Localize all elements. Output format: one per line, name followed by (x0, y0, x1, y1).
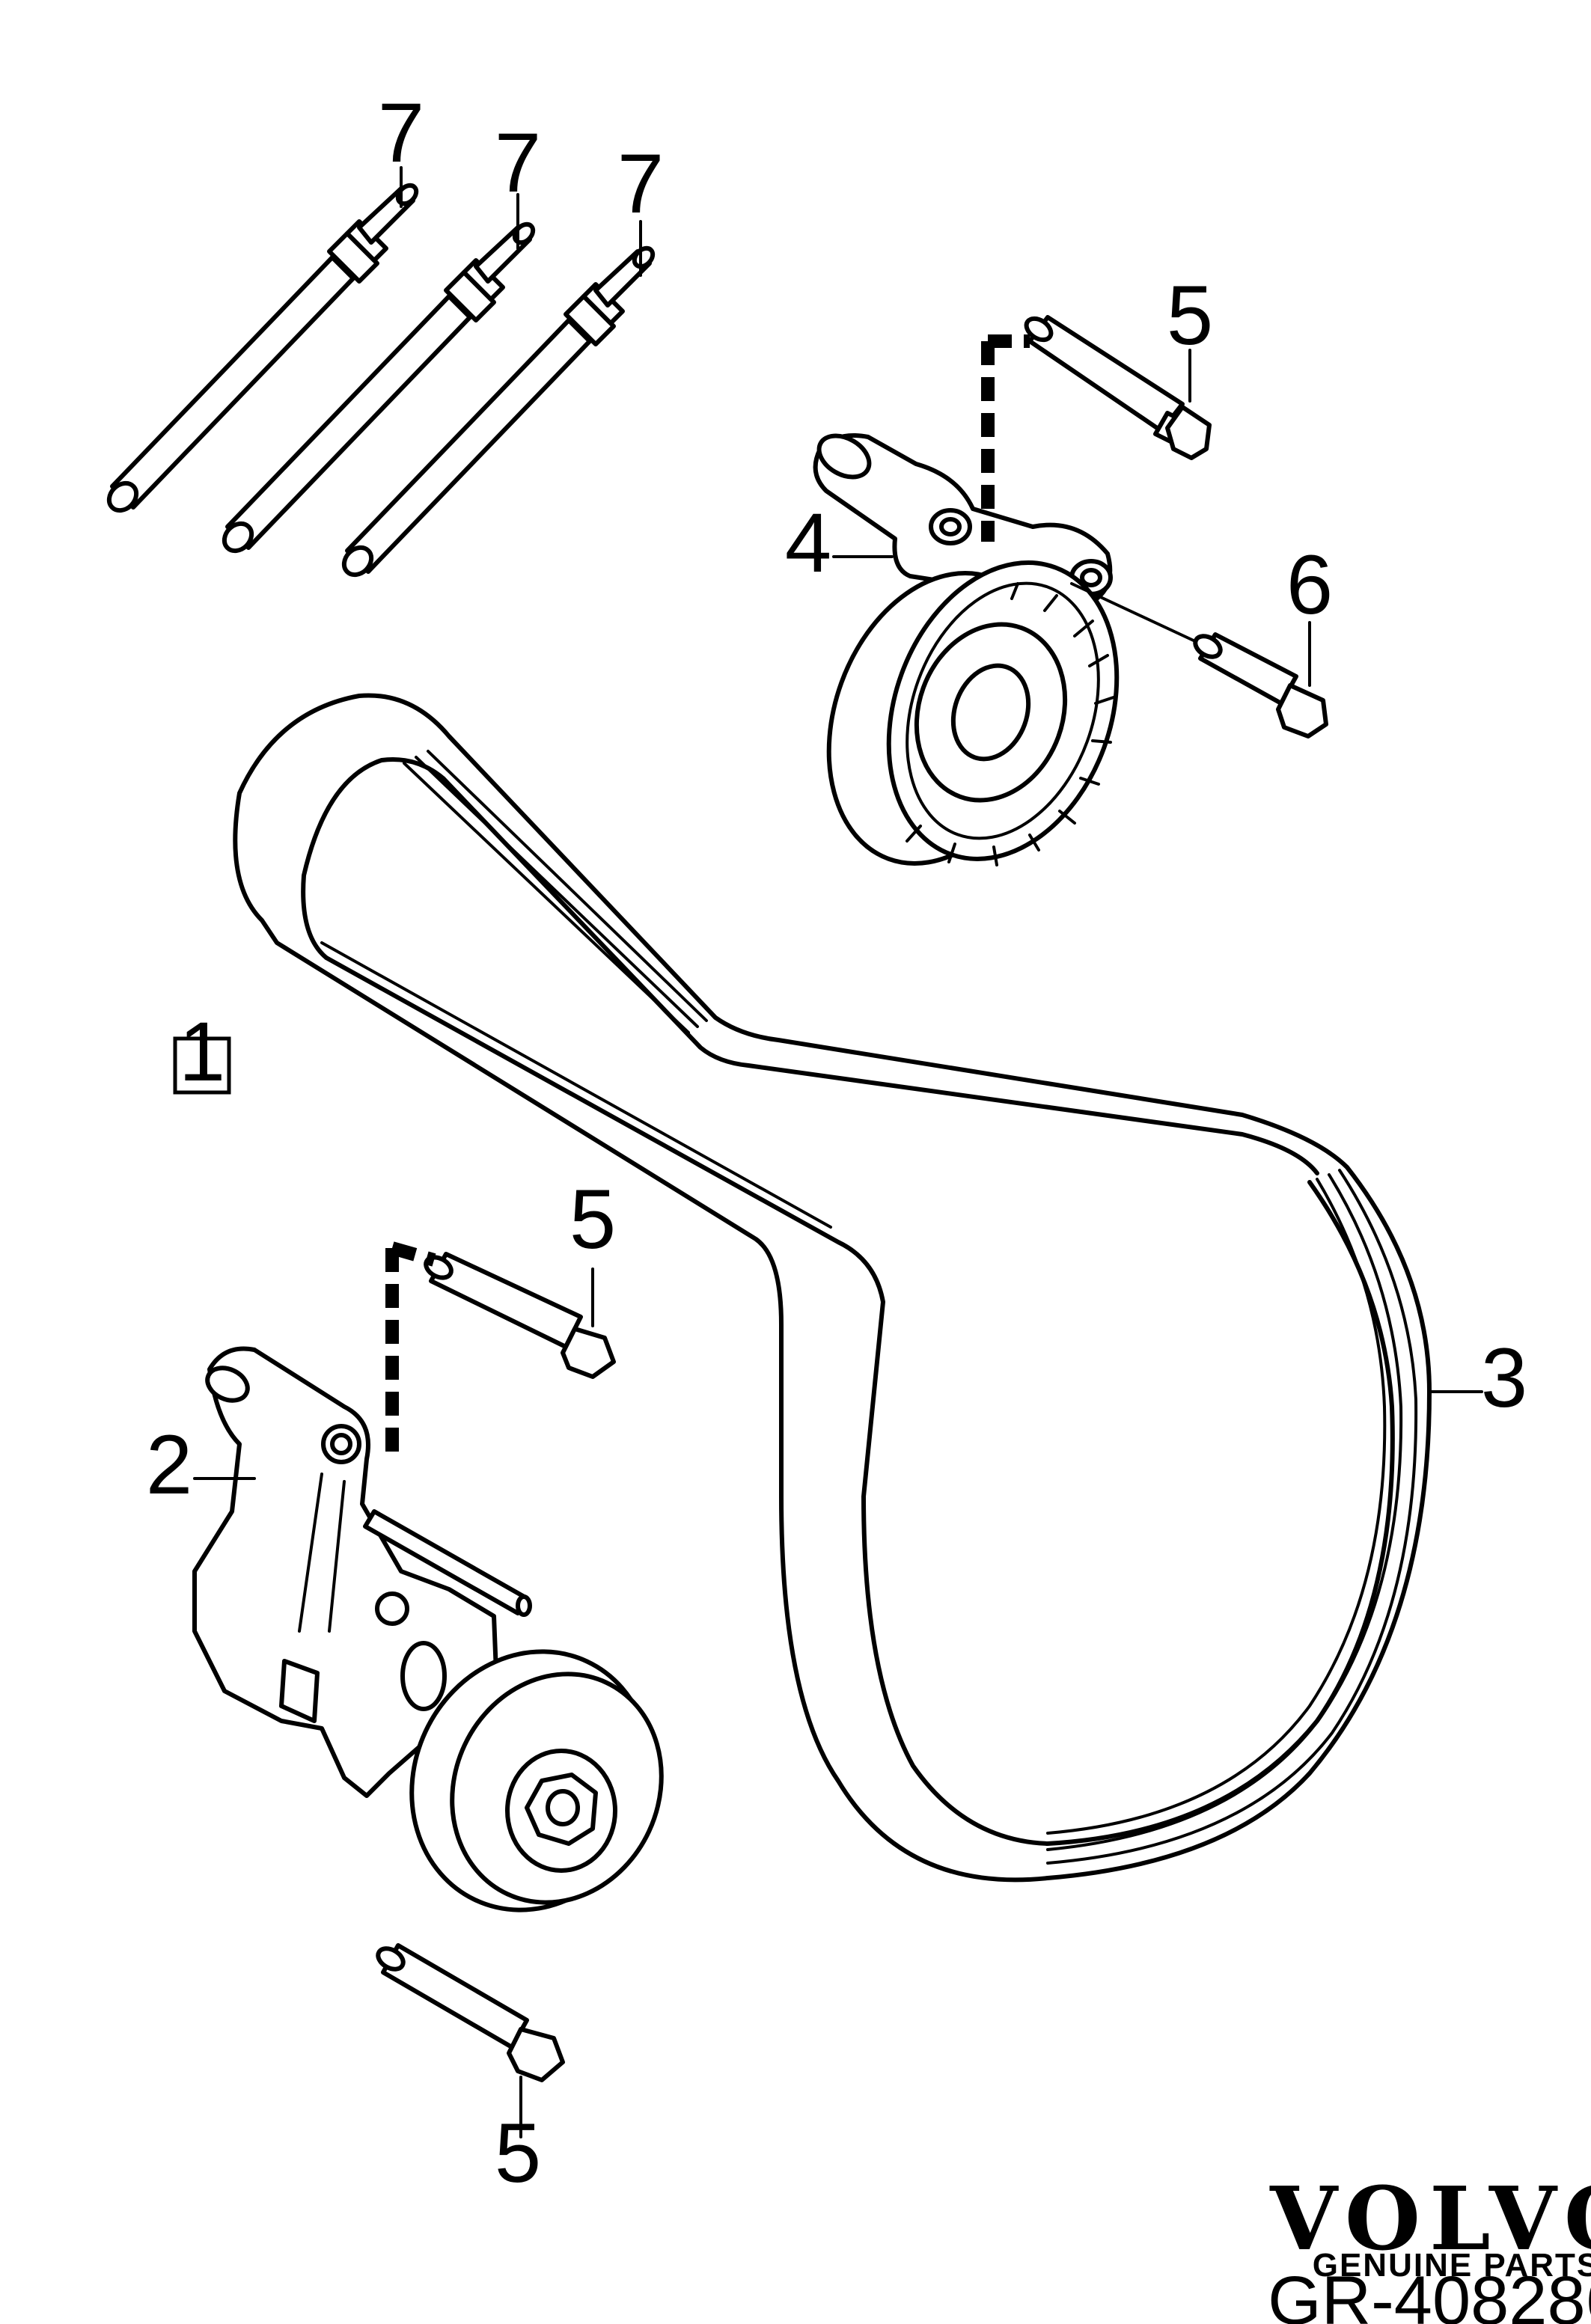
stud-3 (341, 245, 656, 578)
callout-7c: 7 (617, 137, 664, 230)
idler-pulley (813, 433, 1120, 866)
callout-2: 2 (146, 1418, 192, 1511)
callout-5b: 5 (569, 1172, 616, 1266)
brand-logo: VOLVO (1269, 2168, 1591, 2270)
assembly-line-upper (981, 334, 1030, 542)
brand-tagline: GENUINE PARTS (1313, 2247, 1591, 2284)
callout-7b: 7 (495, 116, 541, 210)
stud-2 (222, 221, 536, 554)
callout-4: 4 (785, 496, 831, 590)
stud-1 (106, 183, 419, 513)
group-box (173, 1036, 231, 1095)
reference-number: GR-408286 (1268, 2263, 1591, 2324)
flange-bolt-middle (424, 1252, 616, 1379)
callout-5c: 5 (495, 2106, 541, 2200)
callout-6: 6 (1286, 538, 1333, 632)
callout-7a: 7 (378, 86, 424, 180)
tensioner (192, 1346, 664, 1912)
drive-belt (233, 693, 1432, 1883)
flange-bolt-bottom (376, 1943, 565, 2082)
callout-5a: 5 (1167, 269, 1213, 362)
flange-bolt-upper (1024, 315, 1212, 460)
callout-3: 3 (1481, 1331, 1527, 1425)
flange-bolt-6 (1193, 632, 1328, 739)
group-box-label: 1 (179, 1005, 225, 1098)
assembly-line-lower (385, 1241, 436, 1459)
axis-line-6 (1070, 582, 1208, 648)
